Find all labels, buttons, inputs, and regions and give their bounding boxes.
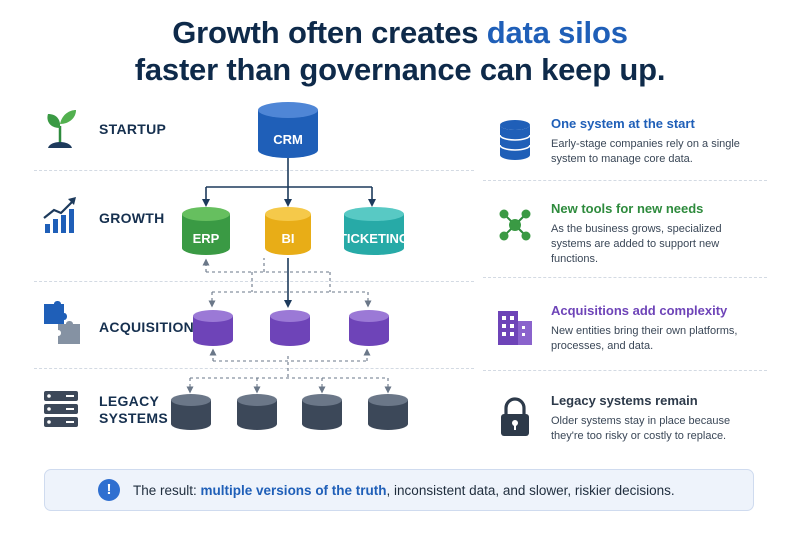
panel-separator (483, 277, 767, 278)
connectors-dashed (186, 258, 392, 394)
row-separator (34, 170, 474, 171)
title-highlight: data silos (486, 15, 628, 50)
puzzle-icon (44, 301, 80, 344)
bi-label: BI (282, 231, 295, 246)
panel-separator (483, 370, 767, 371)
panel-title: New tools for new needs (551, 201, 704, 216)
database-icon (499, 120, 531, 160)
legacy-database-1 (171, 394, 211, 430)
acquisition-database-1 (193, 310, 233, 346)
stage-label-legacy: LEGACY SYSTEMS (99, 393, 169, 426)
result-banner: ! The result: multiple versions of the t… (44, 469, 754, 511)
result-highlight: multiple versions of the truth (200, 483, 387, 498)
erp-database: ERP (182, 207, 230, 255)
crm-database: CRM (258, 102, 318, 158)
lock-icon (501, 397, 529, 436)
growth-chart-icon (43, 197, 76, 233)
crm-label: CRM (273, 132, 303, 147)
panel-title: Acquisitions add complexity (551, 303, 728, 318)
exclamation-icon: ! (98, 479, 120, 501)
page-title: Growth often creates data silos faster t… (0, 14, 800, 88)
erp-label: ERP (193, 231, 220, 246)
stage-label-acquisition: ACQUISITION (99, 319, 195, 335)
panel-desc: New entities bring their own platforms, … (551, 325, 738, 352)
stage-label-growth: GROWTH (99, 210, 165, 226)
title-line-1: Growth often creates data silos (172, 15, 628, 50)
ticketing-label: TICKETING (339, 231, 409, 246)
panel-item-acquisitions: Acquisitions add complexity New entities… (495, 303, 765, 355)
panel-desc: As the business grows, specialized syste… (551, 223, 722, 265)
panel-item-legacy: Legacy systems remain Older systems stay… (495, 393, 765, 445)
panel-item-new-tools: New tools for new needs As the business … (495, 201, 765, 267)
panel-title: One system at the start (551, 116, 695, 131)
network-icon (499, 209, 531, 241)
title-line-2: faster than governance can keep up. (134, 52, 666, 87)
panel-desc: Older systems stay in place because they… (551, 415, 731, 442)
stage-label-startup: STARTUP (99, 121, 167, 137)
panel-desc: Early-stage companies rely on a single s… (551, 138, 740, 165)
acquisition-database-2 (270, 310, 310, 346)
server-rack-icon (44, 391, 78, 427)
legacy-database-3 (302, 394, 342, 430)
connectors-solid (202, 158, 376, 308)
legacy-database-4 (368, 394, 408, 430)
row-separator (34, 281, 474, 282)
sprout-icon (47, 110, 76, 148)
legacy-database-2 (237, 394, 277, 430)
panel-separator (483, 180, 767, 181)
row-separator (34, 368, 474, 369)
result-text: The result: multiple versions of the tru… (133, 483, 675, 498)
bi-database: BI (265, 207, 311, 255)
acquisition-database-3 (349, 310, 389, 346)
panel-item-one-system: One system at the start Early-stage comp… (495, 116, 765, 168)
ticketing-database: TICKETING (339, 207, 409, 255)
building-icon (498, 311, 532, 345)
panel-title: Legacy systems remain (551, 393, 698, 408)
